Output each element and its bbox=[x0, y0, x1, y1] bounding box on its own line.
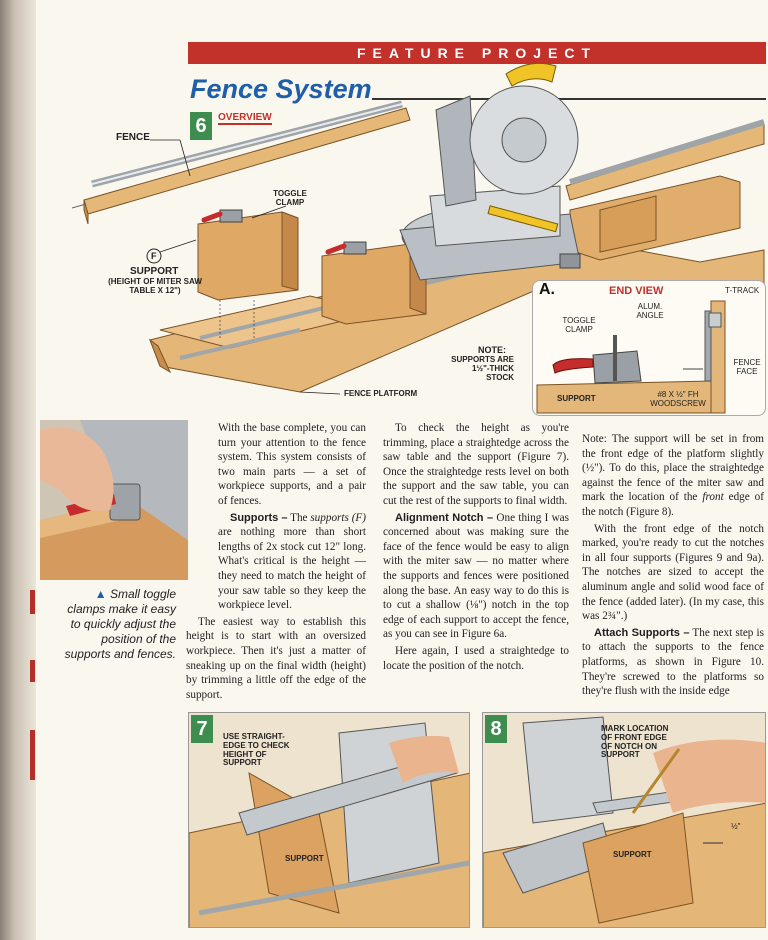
page-spine bbox=[0, 0, 36, 940]
text-column-3: Note: The support will be set in from th… bbox=[582, 432, 764, 701]
figure-7-callout: USE STRAIGHT-EDGE TO CHECK HEIGHT OF SUP… bbox=[223, 732, 290, 768]
figure-8-badge: 8 bbox=[485, 715, 507, 743]
callout-support-letter: F bbox=[151, 251, 157, 261]
photo-caption: ▲ Small toggle clamps make it easy to qu… bbox=[60, 587, 176, 662]
figure-8-callout: MARK LOCATION OF FRONT EDGE OF NOTCH ON … bbox=[601, 724, 669, 760]
spine-tab-mark bbox=[30, 730, 35, 780]
figure-8: 8 MARK LOCATION OF FRONT EDGE OF NOTCH O… bbox=[482, 712, 766, 928]
callout-fence-platform: FENCE PLATFORM bbox=[344, 389, 418, 398]
col3-paragraph-2: With the front edge of the notch marked,… bbox=[582, 522, 764, 623]
toggle-clamp-left bbox=[201, 209, 243, 223]
col2-paragraph-notch: Alignment Notch – One thing I was concer… bbox=[383, 511, 570, 641]
col2-paragraph-1: To check the height as you're trimming, … bbox=[383, 422, 569, 507]
end-view-alum-angle: ALUM. ANGLE bbox=[636, 302, 664, 320]
supports-heading: Supports – bbox=[230, 511, 288, 524]
callout-note-body: SUPPORTS ARE 1½"-THICK STOCK bbox=[451, 355, 514, 382]
figure-8-support: SUPPORT bbox=[613, 850, 652, 859]
end-view-fence-face: FENCE FACE bbox=[733, 358, 761, 376]
col1-paragraph-3: The easiest way to establish this height… bbox=[186, 615, 366, 701]
overview-illustration bbox=[71, 62, 765, 395]
figure-6-badge: 6 bbox=[190, 112, 212, 140]
spine-tab-mark bbox=[30, 590, 35, 614]
attach-heading: Attach Supports – bbox=[594, 626, 690, 639]
text-column-2: To check the height as you're trimming, … bbox=[383, 421, 569, 675]
end-view-t-track: T-TRACK bbox=[725, 286, 760, 295]
end-view-title: END VIEW bbox=[609, 285, 664, 297]
callout-support: SUPPORT bbox=[130, 266, 179, 277]
spine-tab-mark bbox=[30, 660, 35, 682]
miter-saw bbox=[399, 62, 581, 281]
text-column-1: With the base complete, you can turn you… bbox=[186, 421, 366, 704]
caption-text: Small toggle clamps make it easy to quic… bbox=[64, 587, 176, 661]
title-rule bbox=[372, 98, 766, 100]
feature-banner: FEATURE PROJECT bbox=[188, 42, 766, 64]
end-view-woodscrew: #8 x ½" Fh WOODSCREW bbox=[650, 390, 706, 408]
end-view-toggle-clamp: TOGGLE CLAMP bbox=[562, 316, 596, 334]
col3-paragraph-attach: Attach Supports – The next step is to at… bbox=[582, 626, 765, 698]
figure-7-drawing bbox=[189, 722, 469, 927]
callout-note-head: NOTE: bbox=[478, 345, 506, 355]
toggle-clamp-photo bbox=[40, 420, 188, 580]
caption-bullet: ▲ bbox=[94, 587, 107, 601]
end-view-support: SUPPORT bbox=[557, 394, 596, 403]
end-view-inset: a. END VIEW T-TRACK ALUM. ANGLE TOGGLE C… bbox=[532, 280, 766, 416]
figure-8-dim: ½" bbox=[731, 822, 741, 831]
toggle-clamp-middle bbox=[325, 241, 367, 255]
section-title: Fence System bbox=[190, 74, 372, 104]
figure-7-badge: 7 bbox=[191, 715, 213, 743]
col1-paragraph-supports: Supports – The supports (F) are nothing … bbox=[218, 511, 366, 612]
callout-support-note: (HEIGHT OF MITER SAW TABLE x 12") bbox=[108, 277, 202, 295]
callout-fence: FENCE bbox=[116, 132, 150, 143]
figure-8-drawing bbox=[483, 716, 765, 927]
end-view-drawing bbox=[536, 300, 726, 414]
photo-drawing bbox=[40, 420, 188, 580]
supports-italic: supports (F) bbox=[310, 511, 366, 524]
callout-toggle-clamp: TOGGLE CLAMP bbox=[273, 189, 307, 207]
figure-6-label: OVERVIEW bbox=[218, 112, 272, 125]
notch-heading: Alignment Notch – bbox=[395, 511, 494, 524]
col2-paragraph-3: Here again, I used a straightedge to loc… bbox=[383, 644, 569, 672]
col3-paragraph-1: Note: The support will be set in from th… bbox=[582, 433, 764, 518]
end-view-letter: a. bbox=[539, 281, 555, 298]
figure-7-support: SUPPORT bbox=[285, 854, 324, 863]
col1-paragraph-1: With the base complete, you can turn you… bbox=[218, 422, 366, 507]
banner-text: FEATURE PROJECT bbox=[356, 45, 598, 61]
figure-7: 7 USE STRAIGHT-EDGE TO CHECK HEIGHT OF S… bbox=[188, 712, 470, 928]
